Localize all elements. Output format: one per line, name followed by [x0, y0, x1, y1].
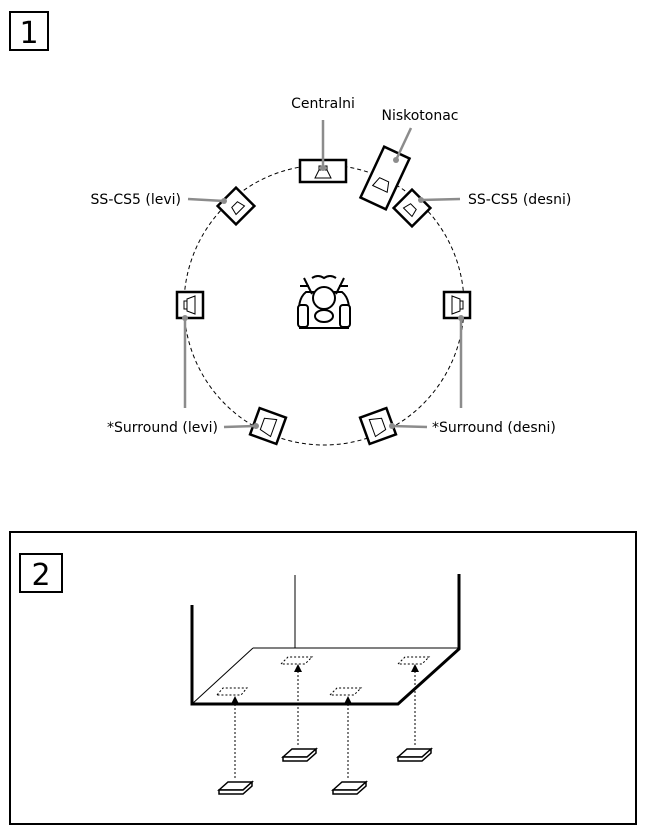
step-2-badge: 2	[19, 553, 63, 593]
rear-left-leader	[223, 424, 257, 429]
foot-pads	[217, 747, 433, 795]
foot-pad	[331, 780, 368, 795]
surround-left-leader-dot-top	[182, 315, 188, 321]
foot-pad	[281, 747, 318, 762]
foot-pad	[396, 747, 433, 762]
listener-armchair-icon	[297, 275, 351, 329]
rear-left-leader-dot	[253, 423, 259, 429]
side-left-speaker	[175, 290, 205, 320]
front-left-leader	[187, 197, 225, 203]
surround-left-label: *Surround (levi)	[107, 420, 218, 436]
figure-2-frame	[9, 531, 637, 825]
surround-right-leader-dot-top	[458, 315, 464, 321]
side-right-speaker	[442, 290, 472, 320]
rear-left-speaker	[248, 406, 288, 446]
foot-pad	[217, 780, 254, 795]
foot-arrows	[231, 664, 419, 778]
center-leader-dot	[320, 165, 326, 171]
rear-right-leader	[391, 424, 428, 429]
speaker-bottom-panel	[190, 574, 461, 706]
step-2-number: 2	[31, 558, 50, 593]
rear-right-speaker	[358, 406, 398, 446]
subwoofer-leader-dot	[393, 157, 399, 163]
front-right-leader	[420, 197, 461, 202]
surround-right-label: *Surround (desni)	[432, 420, 556, 436]
front-left-speaker	[215, 185, 257, 227]
foot-position-marks	[215, 656, 431, 696]
front-right-speaker	[391, 187, 433, 229]
front-right-leader-dot	[418, 197, 424, 203]
figure-1: 1 Centralni Niskotonac SS-CS5 (levi)	[9, 11, 571, 446]
front-left-label: SS-CS5 (levi)	[91, 192, 181, 208]
figure-2: 2	[9, 531, 637, 825]
center-label: Centralni	[291, 96, 355, 112]
subwoofer-label: Niskotonac	[381, 108, 458, 124]
step-1-number: 1	[19, 16, 38, 51]
rear-right-leader-dot	[389, 423, 395, 429]
subwoofer-leader	[394, 127, 413, 161]
front-right-label: SS-CS5 (desni)	[468, 192, 571, 208]
front-left-leader-dot	[221, 198, 227, 204]
step-1-badge: 1	[9, 11, 49, 51]
